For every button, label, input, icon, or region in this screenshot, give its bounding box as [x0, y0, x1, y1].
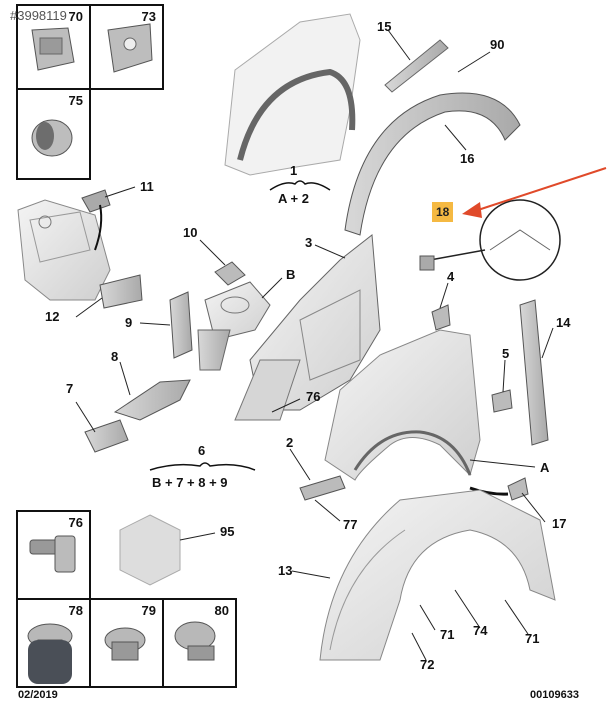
part-7 [84, 419, 129, 453]
watermark-text: #3998119 [10, 8, 67, 23]
part-16-arch-moulding [344, 92, 521, 236]
part-A-front-fender [324, 329, 481, 481]
part-15-strip [384, 39, 449, 93]
inset-box-76: 76 [16, 510, 91, 600]
red-arrow [462, 167, 607, 218]
callout-8: 8 [111, 349, 119, 364]
formula-6: B + 7 + 8 + 9 [152, 475, 228, 490]
detail-circle [479, 199, 561, 281]
callout-1: 1 [290, 163, 298, 178]
part-4 [431, 304, 451, 331]
lens-search-icon[interactable] [28, 640, 72, 684]
callout-17: 17 [552, 516, 567, 531]
part-95-kit [119, 514, 181, 586]
formula-1: A + 2 [278, 191, 309, 206]
date-code: 02/2019 [18, 689, 58, 701]
callout-72: 72 [420, 657, 435, 672]
part-3-wheelhouse [234, 234, 381, 421]
callout-A: A [540, 460, 550, 475]
callout-95: 95 [220, 524, 235, 539]
part-rear-fender-outline [224, 13, 361, 176]
callout-11: 11 [140, 179, 154, 194]
callout-6: 6 [198, 443, 206, 458]
callout-76-main: 76 [306, 389, 321, 404]
callout-74: 74 [473, 623, 488, 638]
callout-70: 70 [68, 9, 83, 24]
callout-9: 9 [125, 315, 133, 330]
reference-code: 00109633 [530, 689, 579, 701]
part-18-clip [419, 255, 435, 271]
leader-lines [75, 29, 554, 661]
part-front-structure [17, 199, 111, 301]
callout-73: 73 [141, 9, 156, 24]
callout-10: 10 [183, 225, 198, 240]
callout-78: 78 [68, 603, 83, 618]
callout-13: 13 [278, 563, 293, 578]
inset-box-80: 80 [162, 598, 237, 688]
callout-75: 75 [68, 93, 83, 108]
callout-79: 79 [141, 603, 156, 618]
part-11 [81, 189, 111, 213]
part-2 [299, 475, 346, 501]
callout-71-right: 71 [525, 631, 540, 646]
callout-90: 90 [490, 37, 505, 52]
callout-7: 7 [66, 381, 74, 396]
callout-5: 5 [502, 346, 510, 361]
part-14 [519, 299, 549, 446]
part-9 [169, 291, 193, 359]
part-13-arch-liner [319, 489, 556, 661]
part-10 [214, 261, 246, 286]
callout-15: 15 [377, 19, 392, 34]
part-8 [113, 379, 191, 421]
callout-18-highlight: 18 [432, 202, 454, 222]
part-5 [491, 389, 513, 413]
callout-12: 12 [45, 309, 60, 324]
part-12 [99, 274, 143, 309]
callout-71-left: 71 [440, 627, 455, 642]
callout-77: 77 [343, 517, 358, 532]
callout-3: 3 [305, 235, 313, 250]
callout-2: 2 [286, 435, 294, 450]
callout-76-inset: 76 [68, 515, 83, 530]
part-B-strut [197, 281, 271, 371]
inset-box-79: 79 [89, 598, 164, 688]
callout-B: B [286, 267, 296, 282]
inset-box-73: 73 [89, 4, 164, 90]
callout-4: 4 [447, 269, 455, 284]
inset-box-75: 75 [16, 88, 91, 180]
callout-80: 80 [214, 603, 229, 618]
callout-16: 16 [460, 151, 475, 166]
callout-14: 14 [556, 315, 571, 330]
